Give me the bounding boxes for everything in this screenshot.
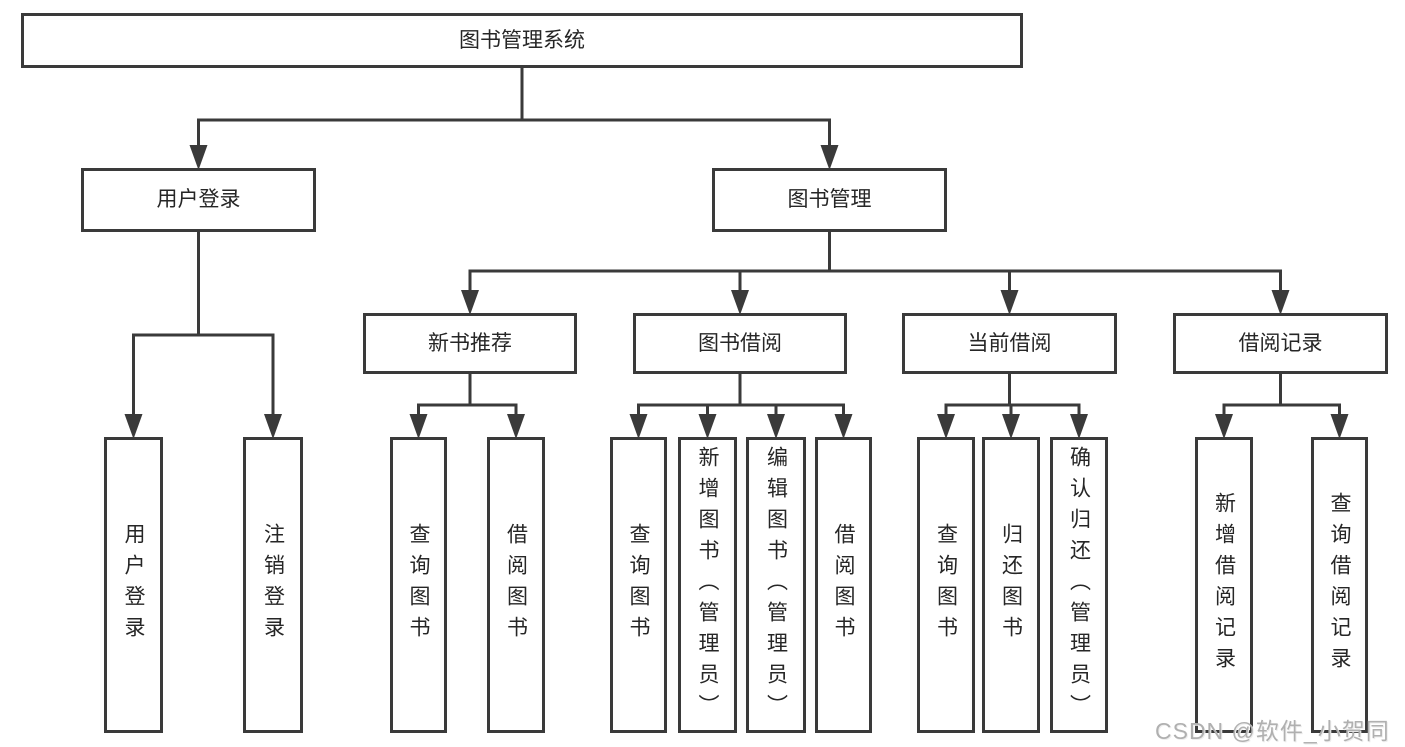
- arrowhead-down: [1070, 414, 1088, 439]
- arrowhead-down: [1000, 290, 1019, 315]
- node-book-management: 图书管理: [712, 168, 947, 232]
- node-label: 确认归还（管理员）: [1067, 445, 1091, 725]
- node-borrow-books-recommend: 借阅图书: [487, 437, 545, 733]
- node-label: 新增借阅记录: [1212, 492, 1236, 678]
- node-label: 注销登录: [261, 523, 285, 647]
- node-borrowing-records: 借阅记录: [1173, 313, 1388, 374]
- arrowhead-down: [820, 145, 839, 170]
- arrowhead-down: [834, 414, 853, 439]
- node-return-books: 归还图书: [982, 437, 1040, 733]
- arrowhead-down: [507, 414, 525, 439]
- node-label: 用户登录: [156, 188, 241, 212]
- arrowhead-down: [767, 414, 785, 439]
- arrowhead-down: [124, 414, 143, 439]
- arrowhead-down: [189, 145, 208, 170]
- node-label: 查询图书: [627, 523, 650, 647]
- arrowhead-down: [698, 414, 717, 439]
- arrowhead-down: [937, 414, 955, 439]
- node-label: 借阅记录: [1238, 331, 1323, 355]
- node-query-books-current: 查询图书: [917, 437, 975, 733]
- node-label: 借阅图书: [832, 523, 855, 647]
- node-book-borrowing: 图书借阅: [633, 313, 847, 374]
- node-edit-books-admin: 编辑图书（管理员）: [746, 437, 806, 733]
- node-logout: 注销登录: [243, 437, 303, 733]
- arrowhead-down: [264, 414, 282, 439]
- arrowhead-down: [1002, 414, 1020, 439]
- node-label: 新增图书（管理员）: [696, 445, 719, 725]
- node-borrow-books-borrowing: 借阅图书: [815, 437, 872, 733]
- arrowhead-down: [1330, 414, 1349, 439]
- node-label: 查询借阅记录: [1328, 492, 1351, 678]
- node-user-login-group: 用户登录: [81, 168, 316, 232]
- node-query-borrow-record: 查询借阅记录: [1311, 437, 1368, 733]
- node-label: 当前借阅: [967, 331, 1052, 355]
- arrowhead-down: [629, 414, 648, 439]
- node-label: 查询图书: [934, 523, 958, 647]
- node-current-borrowing: 当前借阅: [902, 313, 1117, 374]
- node-label: 新书推荐: [428, 331, 512, 355]
- node-label: 查询图书: [407, 523, 430, 647]
- node-query-books-recommend: 查询图书: [390, 437, 447, 733]
- arrowhead-down: [409, 414, 428, 439]
- node-root: 图书管理系统: [21, 13, 1023, 68]
- node-label: 用户登录: [122, 523, 145, 647]
- arrowhead-down: [1271, 290, 1290, 315]
- node-user-login: 用户登录: [104, 437, 163, 733]
- node-label: 编辑图书（管理员）: [764, 445, 788, 725]
- node-add-books-admin: 新增图书（管理员）: [678, 437, 737, 733]
- node-query-books-borrowing: 查询图书: [610, 437, 667, 733]
- node-add-borrow-record: 新增借阅记录: [1195, 437, 1253, 733]
- node-confirm-return-admin: 确认归还（管理员）: [1050, 437, 1108, 733]
- node-label: 图书管理系统: [459, 28, 585, 52]
- arrowhead-down: [731, 290, 749, 315]
- node-label: 借阅图书: [504, 523, 528, 647]
- node-new-book-recommend: 新书推荐: [363, 313, 577, 374]
- arrowhead-down: [1215, 414, 1233, 439]
- node-label: 图书借阅: [698, 331, 782, 355]
- node-label: 图书管理: [787, 188, 872, 212]
- watermark-text: CSDN @软件_小贺同学: [1155, 718, 1390, 744]
- arrowhead-down: [461, 290, 479, 315]
- node-label: 归还图书: [999, 523, 1023, 647]
